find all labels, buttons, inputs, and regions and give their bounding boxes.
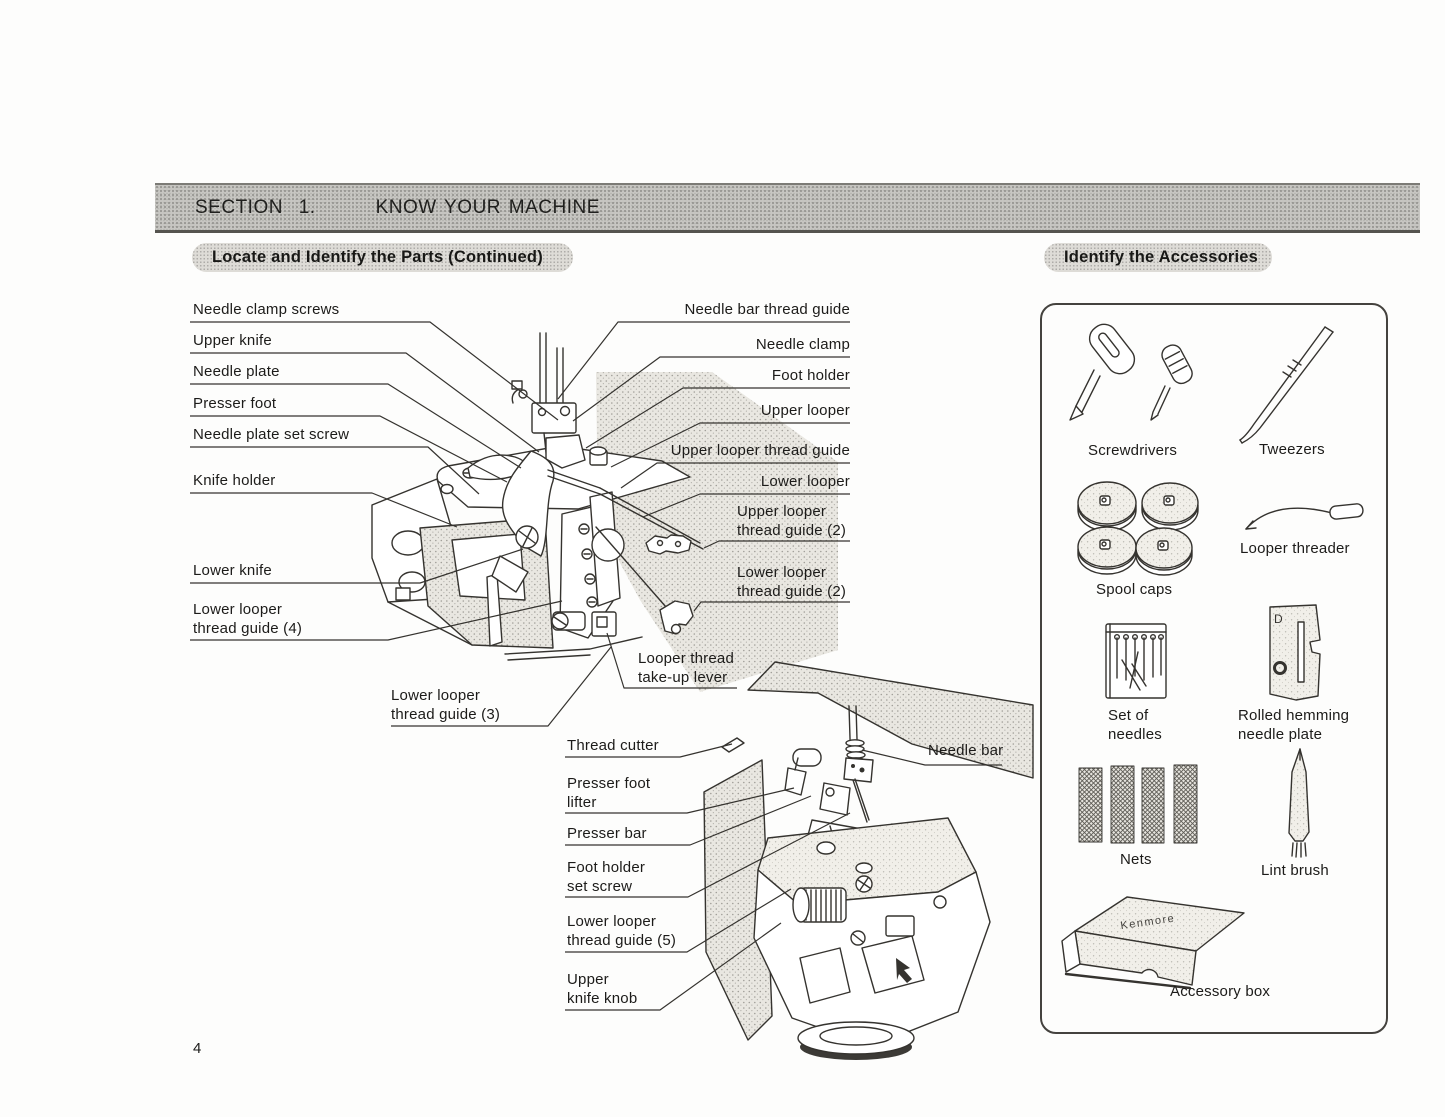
section-number: SECTION 1. — [195, 196, 316, 218]
lower-machine-drawing — [703, 661, 1034, 1060]
part-label-needle-bar: Needle bar — [928, 742, 1004, 759]
parts-section-title-pill: Locate and Identify the Parts (Continued… — [192, 243, 573, 272]
screwdriver-large-icon — [1088, 323, 1136, 375]
part-label-presser-foot-lifter: Presser foot lifter — [567, 775, 651, 811]
accessory-box-icon: Kenmore — [1061, 896, 1245, 990]
part-label-upper-looper-thread-guide-2: Upper looper thread guide (2) — [737, 503, 847, 539]
part-label-needle-plate: Needle plate — [193, 363, 280, 380]
rolled-hemming-plate-icon: D — [1269, 604, 1321, 701]
tweezers-icon — [1239, 326, 1334, 444]
part-label-lower-looper-thread-guide-3: Lower looper thread guide (3) — [391, 687, 501, 723]
accessory-label-screwdrivers: Screwdrivers — [1088, 442, 1178, 459]
accessories-panel — [1040, 303, 1388, 1034]
upper-machine-drawing — [371, 332, 838, 692]
accessory-label-lint-brush: Lint brush — [1261, 862, 1329, 879]
accessory-label-accessory-box: Accessory box — [1170, 983, 1271, 1000]
part-label-needle-clamp: Needle clamp — [755, 336, 850, 353]
accessory-label-looper-threader: Looper threader — [1240, 540, 1350, 557]
part-label-needle-clamp-screws: Needle clamp screws — [193, 301, 340, 318]
nets-icon — [1078, 764, 1198, 844]
part-label-lower-looper: Lower looper — [760, 473, 850, 490]
part-label-upper-looper: Upper looper — [760, 402, 850, 419]
section-title: KNOW YOUR MACHINE — [375, 196, 600, 218]
part-label-knife-holder: Knife holder — [193, 472, 276, 489]
part-label-presser-bar: Presser bar — [567, 825, 647, 842]
part-label-lower-knife: Lower knife — [193, 562, 272, 579]
part-label-foot-holder: Foot holder — [771, 367, 850, 384]
part-label-thread-cutter: Thread cutter — [567, 737, 659, 754]
part-label-needle-bar-thread-guide: Needle bar thread guide — [684, 301, 850, 318]
part-label-lower-looper-thread-guide-5: Lower looper thread guide (5) — [567, 913, 677, 949]
accessory-label-rolled-hemming-needle-plate: Rolled hemming needle plate — [1238, 707, 1350, 743]
accessories-section-title: Identify the Accessories — [1064, 248, 1259, 266]
spool-caps-icon — [1077, 481, 1199, 576]
part-label-looper-thread-take-up-lever: Looper thread take-up lever — [638, 650, 735, 686]
part-label-needle-plate-set-screw: Needle plate set screw — [193, 426, 350, 443]
accessory-label-tweezers: Tweezers — [1259, 441, 1325, 458]
part-label-upper-knife-knob: Upper knife knob — [567, 971, 638, 1007]
screwdriver-small-icon — [1161, 344, 1193, 385]
parts-section-title: Locate and Identify the Parts (Continued… — [212, 248, 543, 266]
plate-letter: D — [1274, 612, 1283, 626]
page-number: 4 — [193, 1040, 202, 1057]
part-label-upper-looper-thread-guide: Upper looper thread guide — [670, 442, 850, 459]
lint-brush-icon — [1288, 748, 1310, 858]
section-header-bar: SECTION 1. KNOW YOUR MACHINE — [155, 183, 1420, 233]
accessories-section-title-pill: Identify the Accessories — [1044, 243, 1272, 272]
part-label-foot-holder-set-screw: Foot holder set screw — [567, 859, 646, 895]
accessory-label-spool-caps: Spool caps — [1096, 581, 1173, 598]
accessory-label-nets: Nets — [1120, 851, 1152, 868]
part-label-presser-foot: Presser foot — [193, 395, 277, 412]
needle-set-icon — [1105, 623, 1167, 699]
looper-threader-icon — [1245, 503, 1364, 530]
part-label-lower-looper-thread-guide-2: Lower looper thread guide (2) — [737, 564, 847, 600]
accessories-illustration: D Kenmore — [1061, 323, 1364, 990]
part-label-lower-looper-thread-guide-4: Lower looper thread guide (4) — [193, 601, 303, 637]
accessory-label-set-of-needles: Set of needles — [1108, 707, 1162, 743]
part-label-upper-knife: Upper knife — [193, 332, 272, 349]
leader-lines — [190, 321, 1002, 1011]
